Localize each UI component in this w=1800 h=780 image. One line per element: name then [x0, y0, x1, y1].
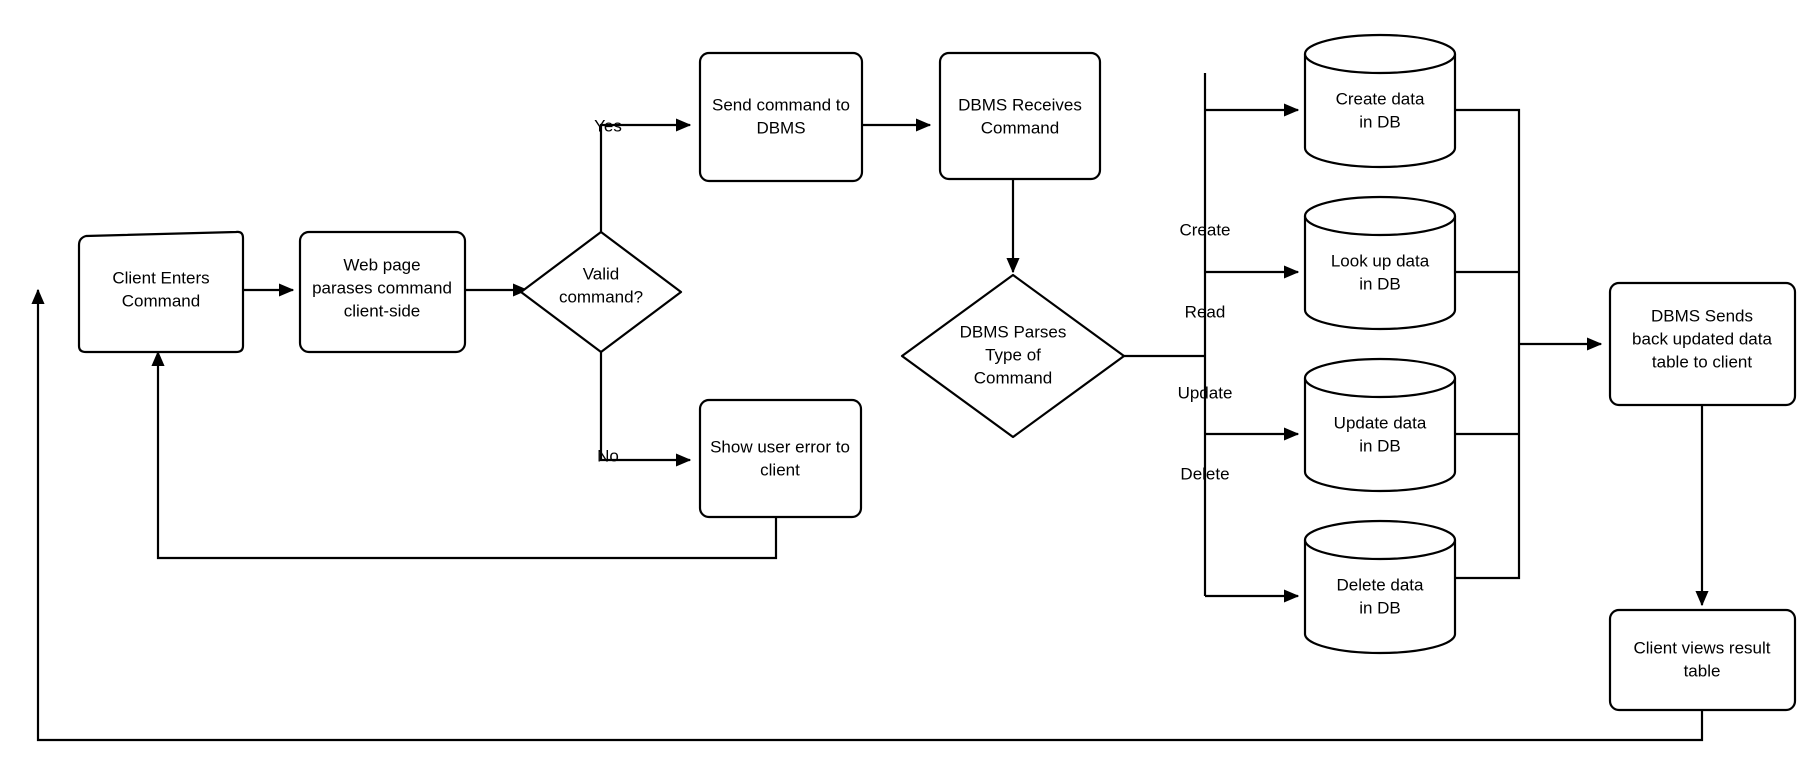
edge-label-create: Create	[1179, 220, 1230, 239]
edge-label-read: Read	[1185, 302, 1226, 321]
valid-command-label-line1: Valid	[583, 264, 620, 283]
update-db-cylinder-body	[1303, 376, 1457, 493]
edge-valid-no-to-show-error	[599, 352, 692, 467]
create-db-label-line2: in DB	[1359, 112, 1401, 131]
send-command-shape	[698, 51, 864, 183]
delete-db-cylinder-top	[1303, 519, 1457, 561]
valid-command-diamond-shape	[519, 230, 683, 354]
lookup-db-label-line2: in DB	[1359, 274, 1401, 293]
edge-label-update: Update	[1178, 383, 1233, 402]
client-enters-command-label-line1: Client Enters	[112, 268, 209, 287]
lookup-db-cylinder-body	[1303, 214, 1457, 331]
create-db-label-line1: Create data	[1336, 89, 1425, 108]
node-dbms-receives-command[interactable]: DBMS Receives Command	[938, 51, 1102, 181]
delete-db-cylinder-body	[1303, 538, 1457, 655]
node-lookup-data-in-db[interactable]: Look up data in DB	[1303, 195, 1457, 331]
edge-valid-yes-to-send-command	[599, 118, 692, 232]
dbms-sends-label-line3: table to client	[1652, 352, 1752, 371]
web-page-parses-shape	[298, 230, 467, 354]
show-user-error-shape	[698, 398, 863, 519]
show-user-error-label-line2: client	[760, 460, 800, 479]
edge-label-delete: Delete	[1180, 464, 1229, 483]
node-valid-command-decision[interactable]: Valid command?	[519, 230, 683, 354]
web-page-parses-label-line1: Web page	[343, 255, 420, 274]
dbms-receives-shape	[938, 51, 1102, 181]
node-send-command-to-dbms[interactable]: Send command to DBMS	[698, 51, 864, 183]
delete-db-label-line2: in DB	[1359, 598, 1401, 617]
node-delete-data-in-db[interactable]: Delete data in DB	[1303, 519, 1457, 655]
web-page-parses-label-line3: client-side	[344, 301, 421, 320]
update-db-label-line2: in DB	[1359, 436, 1401, 455]
node-client-enters-command[interactable]: Client Enters Command	[77, 230, 245, 354]
client-views-label-line2: table	[1684, 661, 1721, 680]
edge-client-views-to-client-enters	[31, 288, 1704, 742]
lookup-db-label-line1: Look up data	[1331, 251, 1430, 270]
dbms-sends-label-line2: back updated data	[1632, 329, 1772, 348]
create-db-cylinder-top	[1303, 33, 1457, 75]
edge-label-yes: Yes	[594, 116, 622, 135]
edge-show-error-to-client-enters	[151, 350, 778, 560]
dbms-sends-shape	[1608, 281, 1797, 407]
lookup-db-cylinder-top	[1303, 195, 1457, 237]
node-client-views-result[interactable]: Client views result table	[1608, 608, 1797, 712]
dbms-parses-label-line3: Command	[974, 368, 1052, 387]
create-db-cylinder-body	[1303, 52, 1457, 169]
edge-label-no: No	[597, 446, 619, 465]
update-db-cylinder-top	[1303, 357, 1457, 399]
client-views-label-line1: Client views result	[1634, 638, 1771, 657]
node-dbms-sends-back[interactable]: DBMS Sends back updated data table to cl…	[1608, 281, 1797, 407]
update-db-label-line1: Update data	[1334, 413, 1427, 432]
client-enters-command-label-line2: Command	[122, 291, 200, 310]
node-create-data-in-db[interactable]: Create data in DB	[1303, 33, 1457, 169]
dbms-sends-label-line1: DBMS Sends	[1651, 306, 1753, 325]
dbms-receives-label-line2: Command	[981, 118, 1059, 137]
dbms-receives-label-line1: DBMS Receives	[958, 95, 1082, 114]
delete-db-label-line1: Delete data	[1337, 575, 1424, 594]
client-views-shape	[1608, 608, 1797, 712]
send-command-label-line2: DBMS	[756, 118, 805, 137]
dbms-parses-label-line2: Type of	[985, 345, 1041, 364]
show-user-error-label-line1: Show user error to	[710, 437, 850, 456]
node-update-data-in-db[interactable]: Update data in DB	[1303, 357, 1457, 493]
node-dbms-parses-type[interactable]: DBMS Parses Type of Command	[900, 273, 1126, 439]
send-command-label-line1: Send command to	[712, 95, 850, 114]
node-show-user-error[interactable]: Show user error to client	[698, 398, 863, 519]
dbms-parses-diamond-shape	[900, 273, 1126, 439]
dbms-parses-label-line1: DBMS Parses	[960, 322, 1067, 341]
client-enters-command-shape	[77, 230, 245, 354]
valid-command-label-line2: command?	[559, 287, 643, 306]
crud-collector-bus	[1455, 108, 1521, 580]
node-web-page-parses[interactable]: Web page parases command client-side	[298, 230, 467, 354]
web-page-parses-label-line2: parases command	[312, 278, 452, 297]
